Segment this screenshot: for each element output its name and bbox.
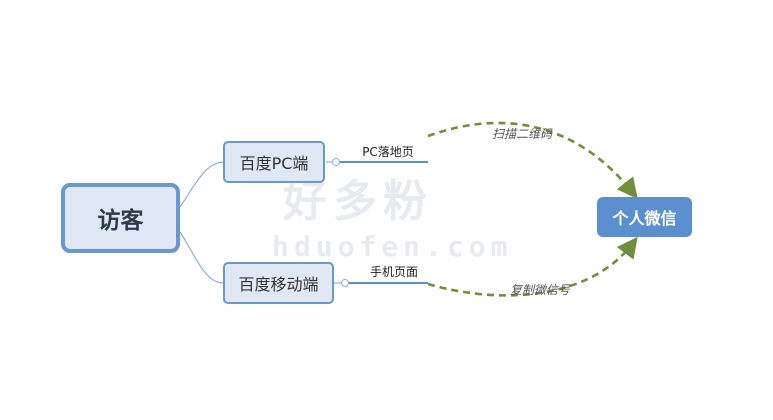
root-node-visitor[interactable]: 访客	[61, 183, 180, 253]
target-node-wechat[interactable]: 个人微信	[597, 197, 692, 237]
scan-qr-arrow	[427, 121, 638, 200]
watermark-logo: 好多粉	[283, 176, 433, 227]
branch-node-baidu-pc[interactable]: 百度PC端	[223, 141, 325, 183]
mobile-collapse-handle[interactable]	[341, 279, 349, 287]
pc-collapse-handle[interactable]	[332, 158, 340, 166]
leaf-node-mobile-page[interactable]: 手机页面	[369, 265, 418, 279]
edge-label-copy-wechat: 复制微信号	[510, 283, 571, 297]
copy-wechat-arrow	[427, 236, 638, 297]
root-to-mobile-connector	[179, 231, 224, 284]
watermark-url: hduofen.com	[272, 230, 513, 263]
edge-label-scan-qr: 扫描二维码	[492, 127, 553, 141]
root-to-pc-connector	[179, 161, 224, 208]
branch-node-baidu-mobile[interactable]: 百度移动端	[223, 262, 334, 304]
leaf-node-pc-landing[interactable]: PC落地页	[362, 145, 414, 159]
